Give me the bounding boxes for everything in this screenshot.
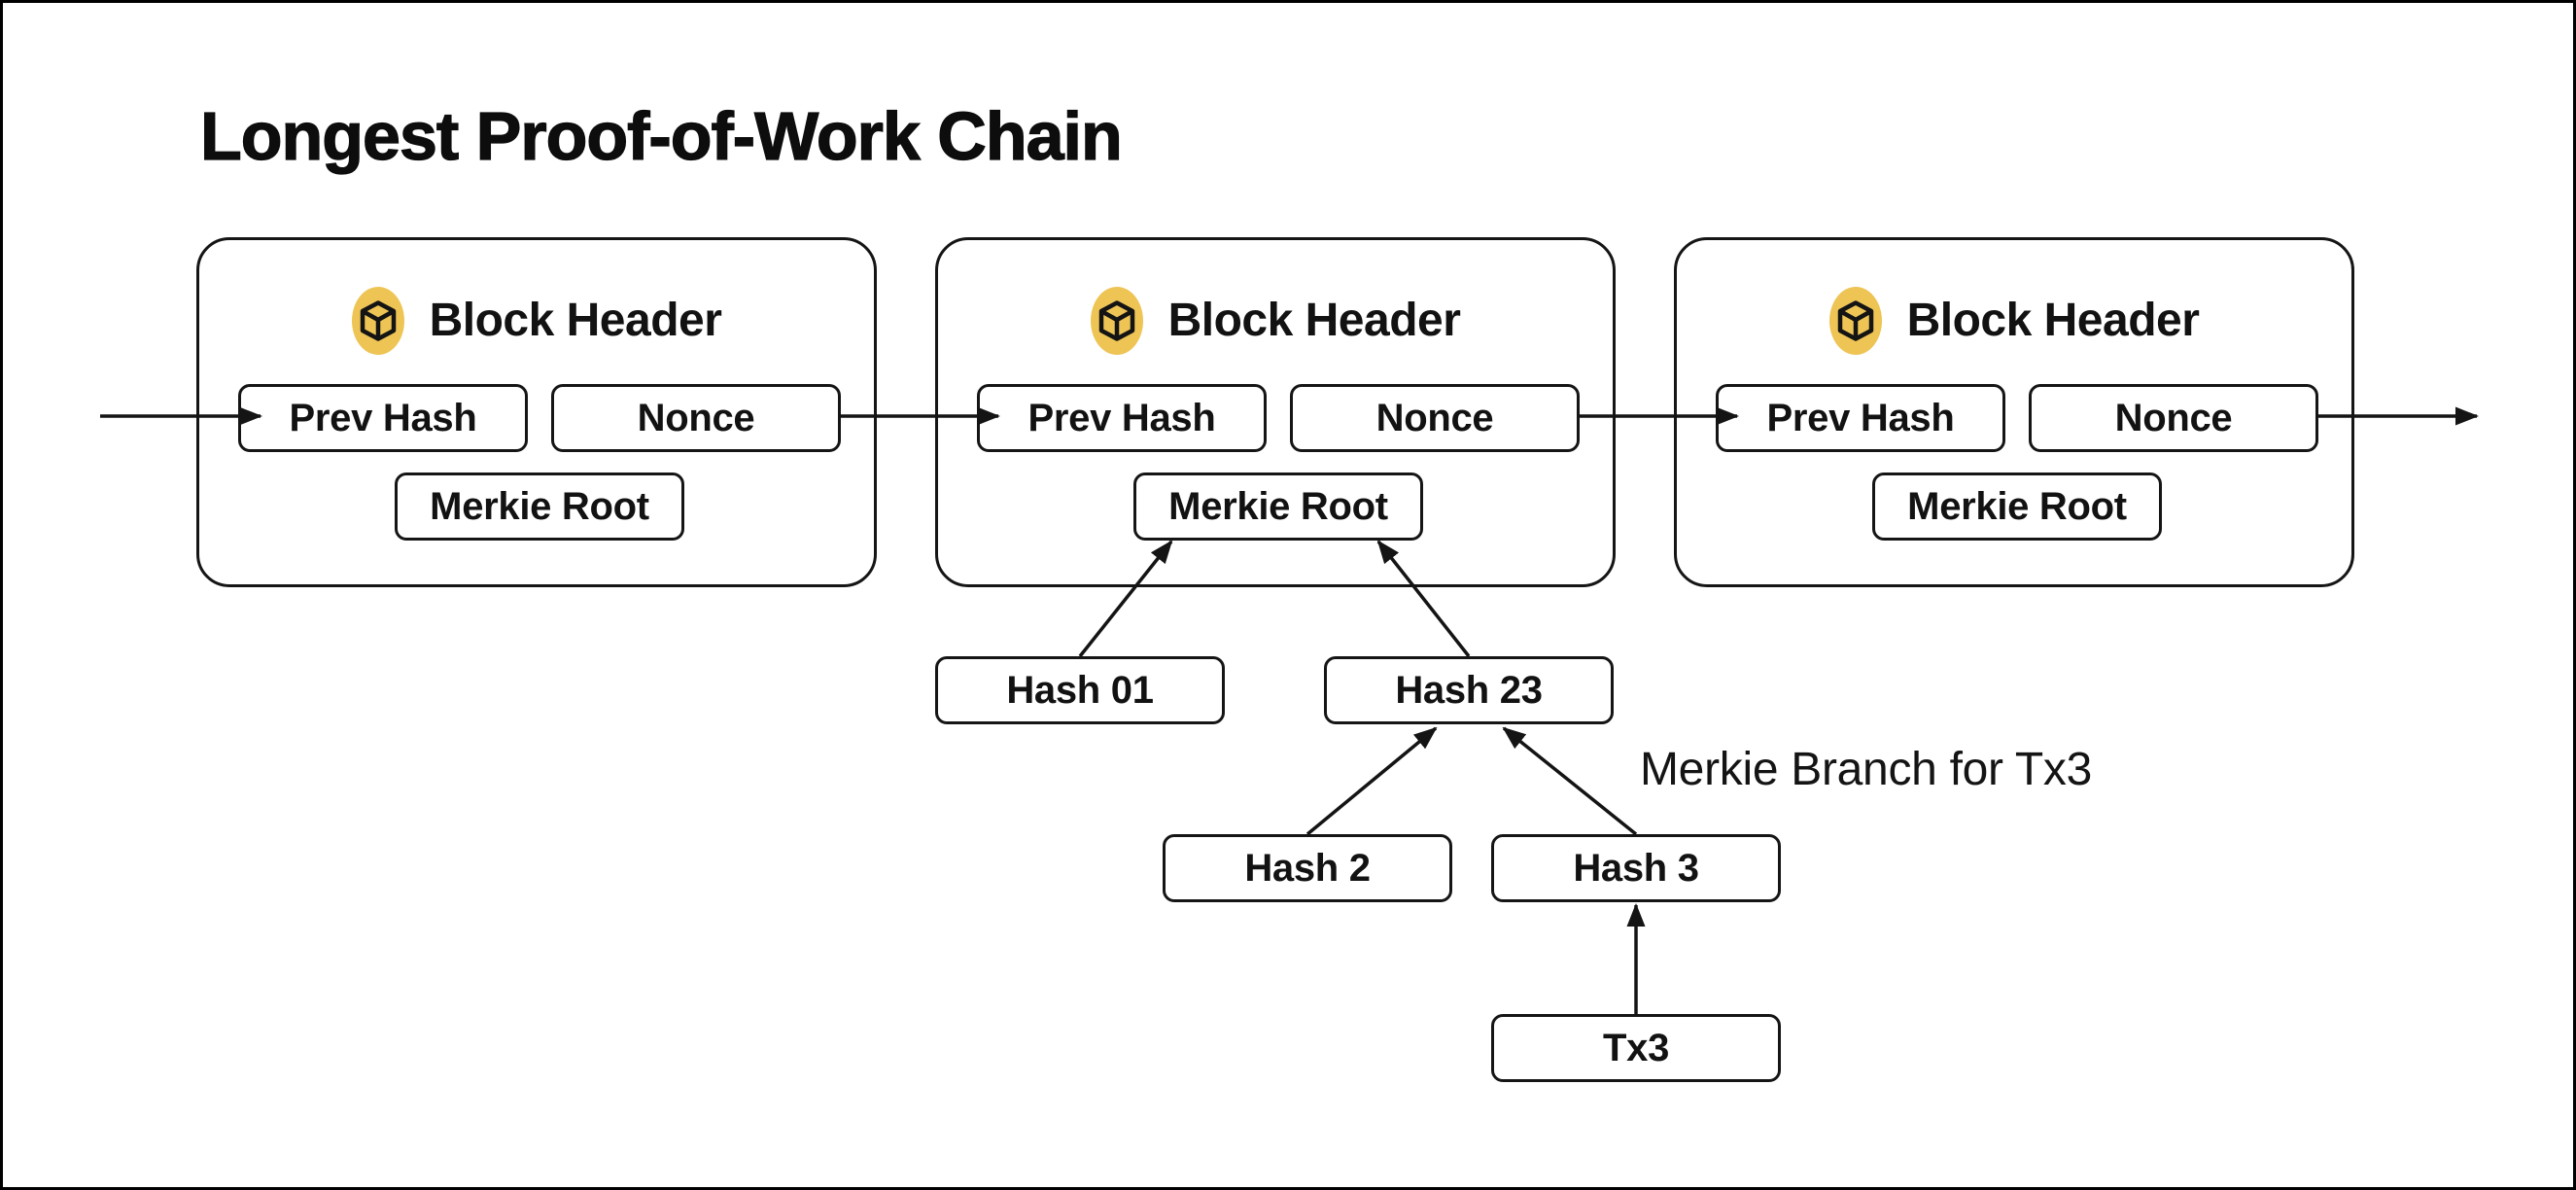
- block-header-label: Block Header: [1167, 295, 1461, 346]
- hash23-box: Hash 23: [1324, 656, 1614, 724]
- arrow-hash3-to-hash23: [1502, 726, 1638, 836]
- prev-hash-box: Prev Hash: [238, 384, 528, 452]
- merkle-root-box: Merkie Root: [1133, 472, 1423, 541]
- nonce-box: Nonce: [1290, 384, 1580, 452]
- block-header-row: Block Header: [199, 285, 874, 357]
- merkle-root-box: Merkie Root: [1872, 472, 2162, 541]
- tx3-box: Tx3: [1491, 1014, 1781, 1082]
- arrow-hash2-to-hash23: [1305, 726, 1438, 836]
- merkle-root-box: Merkie Root: [395, 472, 684, 541]
- block-header-row: Block Header: [938, 285, 1613, 357]
- block-header-card-3: Block Header Prev Hash Nonce Merkie Root: [1674, 237, 2354, 587]
- prev-hash-box: Prev Hash: [977, 384, 1267, 452]
- block-cube-icon: [1828, 287, 1882, 355]
- block-header-card-1: Block Header Prev Hash Nonce Merkie Root: [196, 237, 877, 587]
- hash01-box: Hash 01: [935, 656, 1225, 724]
- nonce-box: Nonce: [2029, 384, 2318, 452]
- block-header-label: Block Header: [1906, 295, 2200, 346]
- block-cube-icon: [1090, 287, 1143, 355]
- page-title: Longest Proof-of-Work Chain: [199, 98, 1123, 174]
- hash2-box: Hash 2: [1163, 834, 1452, 902]
- hash3-box: Hash 3: [1491, 834, 1781, 902]
- merkle-branch-label: Merkie Branch for Tx3: [1640, 744, 2092, 795]
- block-header-label: Block Header: [429, 295, 722, 346]
- block-cube-icon: [351, 287, 404, 355]
- block-header-row: Block Header: [1677, 285, 2351, 357]
- prev-hash-box: Prev Hash: [1716, 384, 2005, 452]
- nonce-box: Nonce: [551, 384, 841, 452]
- block-header-card-2: Block Header Prev Hash Nonce Merkie Root: [935, 237, 1616, 587]
